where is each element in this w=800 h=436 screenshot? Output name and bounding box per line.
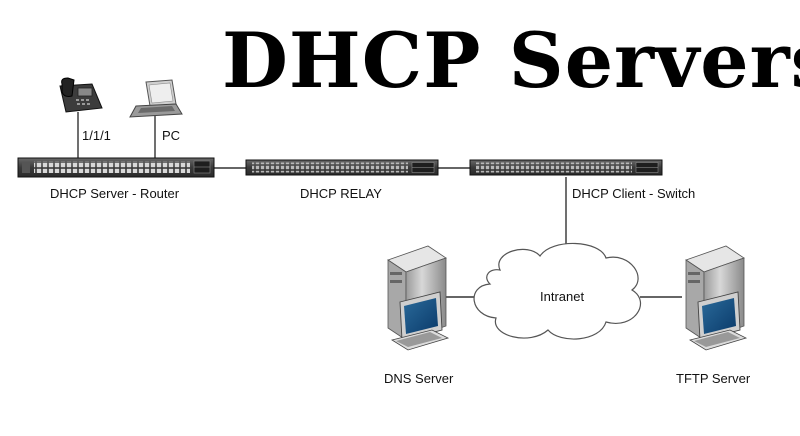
cloud-icon [473, 242, 642, 340]
page-title: DHCP Servers [222, 16, 800, 105]
ip-phone-icon [59, 77, 103, 113]
pc-label: PC [162, 128, 181, 143]
dns-label: DNS Server [384, 371, 454, 386]
port-label: 1/1/1 [82, 128, 111, 143]
laptop-icon [129, 79, 183, 118]
tftp-label: TFTP Server [676, 371, 751, 386]
links [77, 112, 682, 298]
client-label: DHCP Client - Switch [572, 186, 696, 201]
server-workstation-icon [387, 245, 450, 351]
router-label: DHCP Server - Router [50, 186, 180, 201]
switch-icon [17, 157, 215, 178]
switch-icon [469, 159, 663, 176]
server-workstation-icon [685, 245, 748, 351]
switch-icon [245, 159, 439, 176]
relay-label: DHCP RELAY [300, 186, 382, 201]
intranet-label: Intranet [540, 289, 585, 304]
